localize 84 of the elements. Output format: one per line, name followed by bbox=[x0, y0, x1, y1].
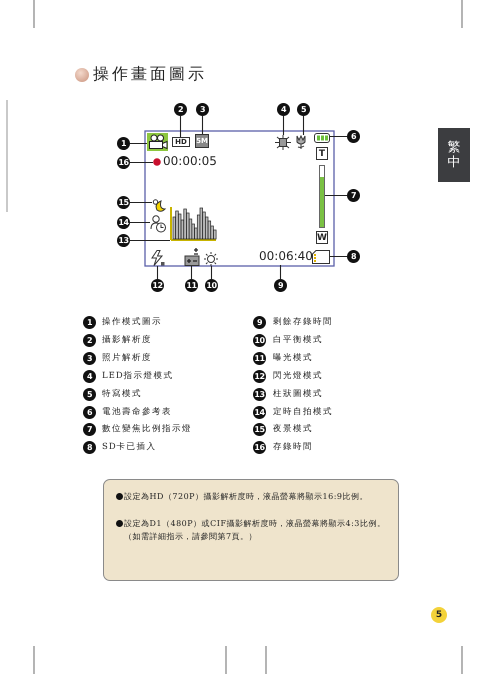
callout-number: 15 bbox=[117, 196, 130, 209]
key-description: 照片解析度 bbox=[102, 352, 152, 365]
leader-line bbox=[330, 256, 347, 258]
note-text: 設定為HD（720P）攝影解析度時，液晶螢幕將顯示16:9比例。 bbox=[124, 491, 370, 503]
recording-time-text: 00:00:05 bbox=[163, 154, 217, 168]
histogram-icon bbox=[170, 207, 216, 241]
callout-number: 4 bbox=[277, 103, 290, 116]
callout-number: 14 bbox=[253, 406, 266, 419]
key-description: 閃光燈模式 bbox=[273, 370, 323, 383]
leader-line bbox=[330, 136, 347, 138]
leader-line bbox=[156, 266, 158, 279]
callout-number: 6 bbox=[83, 406, 96, 419]
leader-line bbox=[280, 265, 282, 279]
flower-icon bbox=[296, 135, 306, 149]
key-description: 操作模式圖示 bbox=[102, 316, 162, 329]
note-text: 設定為D1（480P）或CIF攝影解析度時，液晶螢幕將顯示4:3比例。（如需詳細指示，請參閱第7頁。） bbox=[124, 518, 386, 543]
record-icon bbox=[153, 158, 161, 166]
callout-number: 6 bbox=[347, 130, 360, 143]
memory-card-icon bbox=[312, 250, 330, 264]
zoom-key-label: W bbox=[316, 231, 328, 244]
sun-icon bbox=[203, 252, 219, 266]
callout-number: 11 bbox=[253, 352, 266, 365]
callout-number: 13 bbox=[117, 234, 130, 247]
leader-line bbox=[302, 116, 304, 135]
key-description: 電池壽命參考表 bbox=[102, 406, 172, 418]
callout-number: 8 bbox=[83, 441, 96, 454]
callout-number: 8 bbox=[347, 250, 360, 263]
callout-number: 13 bbox=[253, 388, 266, 401]
key-description: 夜景模式 bbox=[273, 423, 313, 436]
callout-number: 7 bbox=[347, 189, 360, 202]
callout-number: 12 bbox=[253, 370, 266, 383]
moon-icon bbox=[152, 199, 166, 213]
leader-line bbox=[130, 202, 152, 204]
callout-number: 1 bbox=[117, 137, 130, 150]
callout-number: 3 bbox=[196, 103, 209, 116]
leader-line bbox=[130, 222, 150, 224]
key-description: 數位變焦比例指示燈 bbox=[102, 423, 192, 436]
callout-number: 7 bbox=[83, 423, 96, 436]
callout-number: 10 bbox=[253, 334, 266, 347]
callout-number: 15 bbox=[253, 423, 266, 436]
callout-number: 5 bbox=[297, 103, 310, 116]
callout-number: 12 bbox=[151, 279, 164, 292]
page-number: 5 bbox=[431, 607, 447, 623]
key-description: 柱狀圖模式 bbox=[273, 388, 323, 401]
flash-icon bbox=[150, 250, 165, 266]
page-title: 操作畫面圖示 bbox=[93, 64, 207, 85]
callout-number: 14 bbox=[117, 216, 130, 229]
led-light-icon bbox=[275, 135, 291, 150]
leader-line bbox=[282, 116, 284, 135]
key-description: 定時自拍模式 bbox=[273, 406, 333, 418]
callout-number: 16 bbox=[253, 441, 266, 454]
self-timer-icon bbox=[150, 215, 167, 233]
leader-line bbox=[130, 162, 153, 164]
callout-number: 9 bbox=[253, 316, 266, 329]
zoom-level-bar bbox=[319, 165, 325, 228]
callout-number: 2 bbox=[83, 334, 96, 347]
camcorder-icon bbox=[147, 133, 168, 151]
key-description: 曝光模式 bbox=[273, 352, 313, 365]
callout-number: 5 bbox=[83, 388, 96, 401]
leader-line bbox=[325, 194, 347, 196]
callout-number: 2 bbox=[174, 103, 187, 116]
key-description: 存錄時間 bbox=[273, 441, 313, 454]
callout-number: 9 bbox=[274, 279, 287, 292]
callout-number: 1 bbox=[83, 316, 96, 329]
leader-line bbox=[190, 266, 192, 279]
language-tab-text: 繁中 bbox=[447, 140, 461, 170]
callout-number: 3 bbox=[83, 352, 96, 365]
leader-line bbox=[180, 116, 182, 137]
callout-number: 11 bbox=[185, 279, 198, 292]
callout-number: 10 bbox=[205, 279, 218, 292]
zoom-key-label: T bbox=[316, 147, 328, 160]
leader-line bbox=[202, 116, 204, 134]
battery-icon bbox=[313, 133, 330, 143]
key-description: 攝影解析度 bbox=[102, 334, 152, 347]
key-description: SD卡已插入 bbox=[102, 441, 157, 454]
key-description: 剩餘存錄時間 bbox=[273, 316, 333, 329]
exposure-icon bbox=[184, 248, 200, 266]
callout-number: 4 bbox=[83, 370, 96, 383]
callout-number: 16 bbox=[117, 156, 130, 169]
key-description: 特寫模式 bbox=[102, 388, 142, 401]
leader-line bbox=[210, 266, 212, 279]
key-description: 白平衡模式 bbox=[273, 334, 323, 347]
leader-line bbox=[130, 142, 147, 144]
key-description: LED指示燈模式 bbox=[102, 370, 174, 383]
